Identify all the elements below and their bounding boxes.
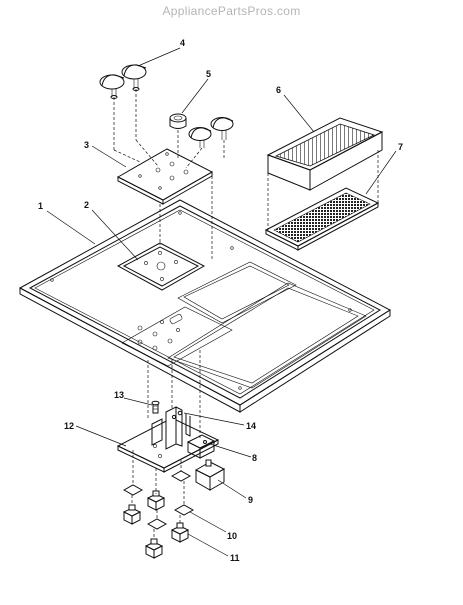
switch-feet	[122, 490, 190, 559]
callout-13: 13	[114, 390, 124, 400]
foot-pads	[122, 470, 195, 530]
leader-lines	[46, 47, 397, 557]
clip	[171, 410, 191, 437]
callout-12: 12	[64, 421, 74, 431]
callout-10: 10	[227, 531, 237, 541]
callout-3: 3	[84, 140, 89, 150]
watermark: AppliancePartsPros.com	[162, 4, 301, 18]
screw	[151, 400, 160, 414]
callout-6: 6	[276, 85, 281, 95]
callout-4: 4	[180, 38, 185, 48]
block-9	[194, 459, 226, 491]
filter-tray	[266, 117, 384, 191]
burner-plate	[116, 242, 206, 291]
cooktop-frame	[18, 199, 391, 413]
callout-5: 5	[206, 69, 211, 79]
knob-pair-left	[99, 64, 147, 99]
knob-single	[169, 113, 187, 129]
knob-pair-right	[188, 117, 234, 148]
callout-11: 11	[230, 553, 240, 563]
callout-14: 14	[246, 421, 256, 431]
callout-7: 7	[398, 142, 403, 152]
callout-1: 1	[38, 201, 43, 211]
callout-8: 8	[252, 453, 257, 463]
callout-9: 9	[248, 495, 253, 505]
pad-8	[186, 434, 216, 459]
callout-labels: 1 2 3 4 5 6 7 8 9 10 11 12 13 14	[38, 38, 403, 563]
switch-plate	[116, 148, 214, 205]
callout-2: 2	[84, 200, 89, 210]
grease-filter	[264, 187, 380, 251]
